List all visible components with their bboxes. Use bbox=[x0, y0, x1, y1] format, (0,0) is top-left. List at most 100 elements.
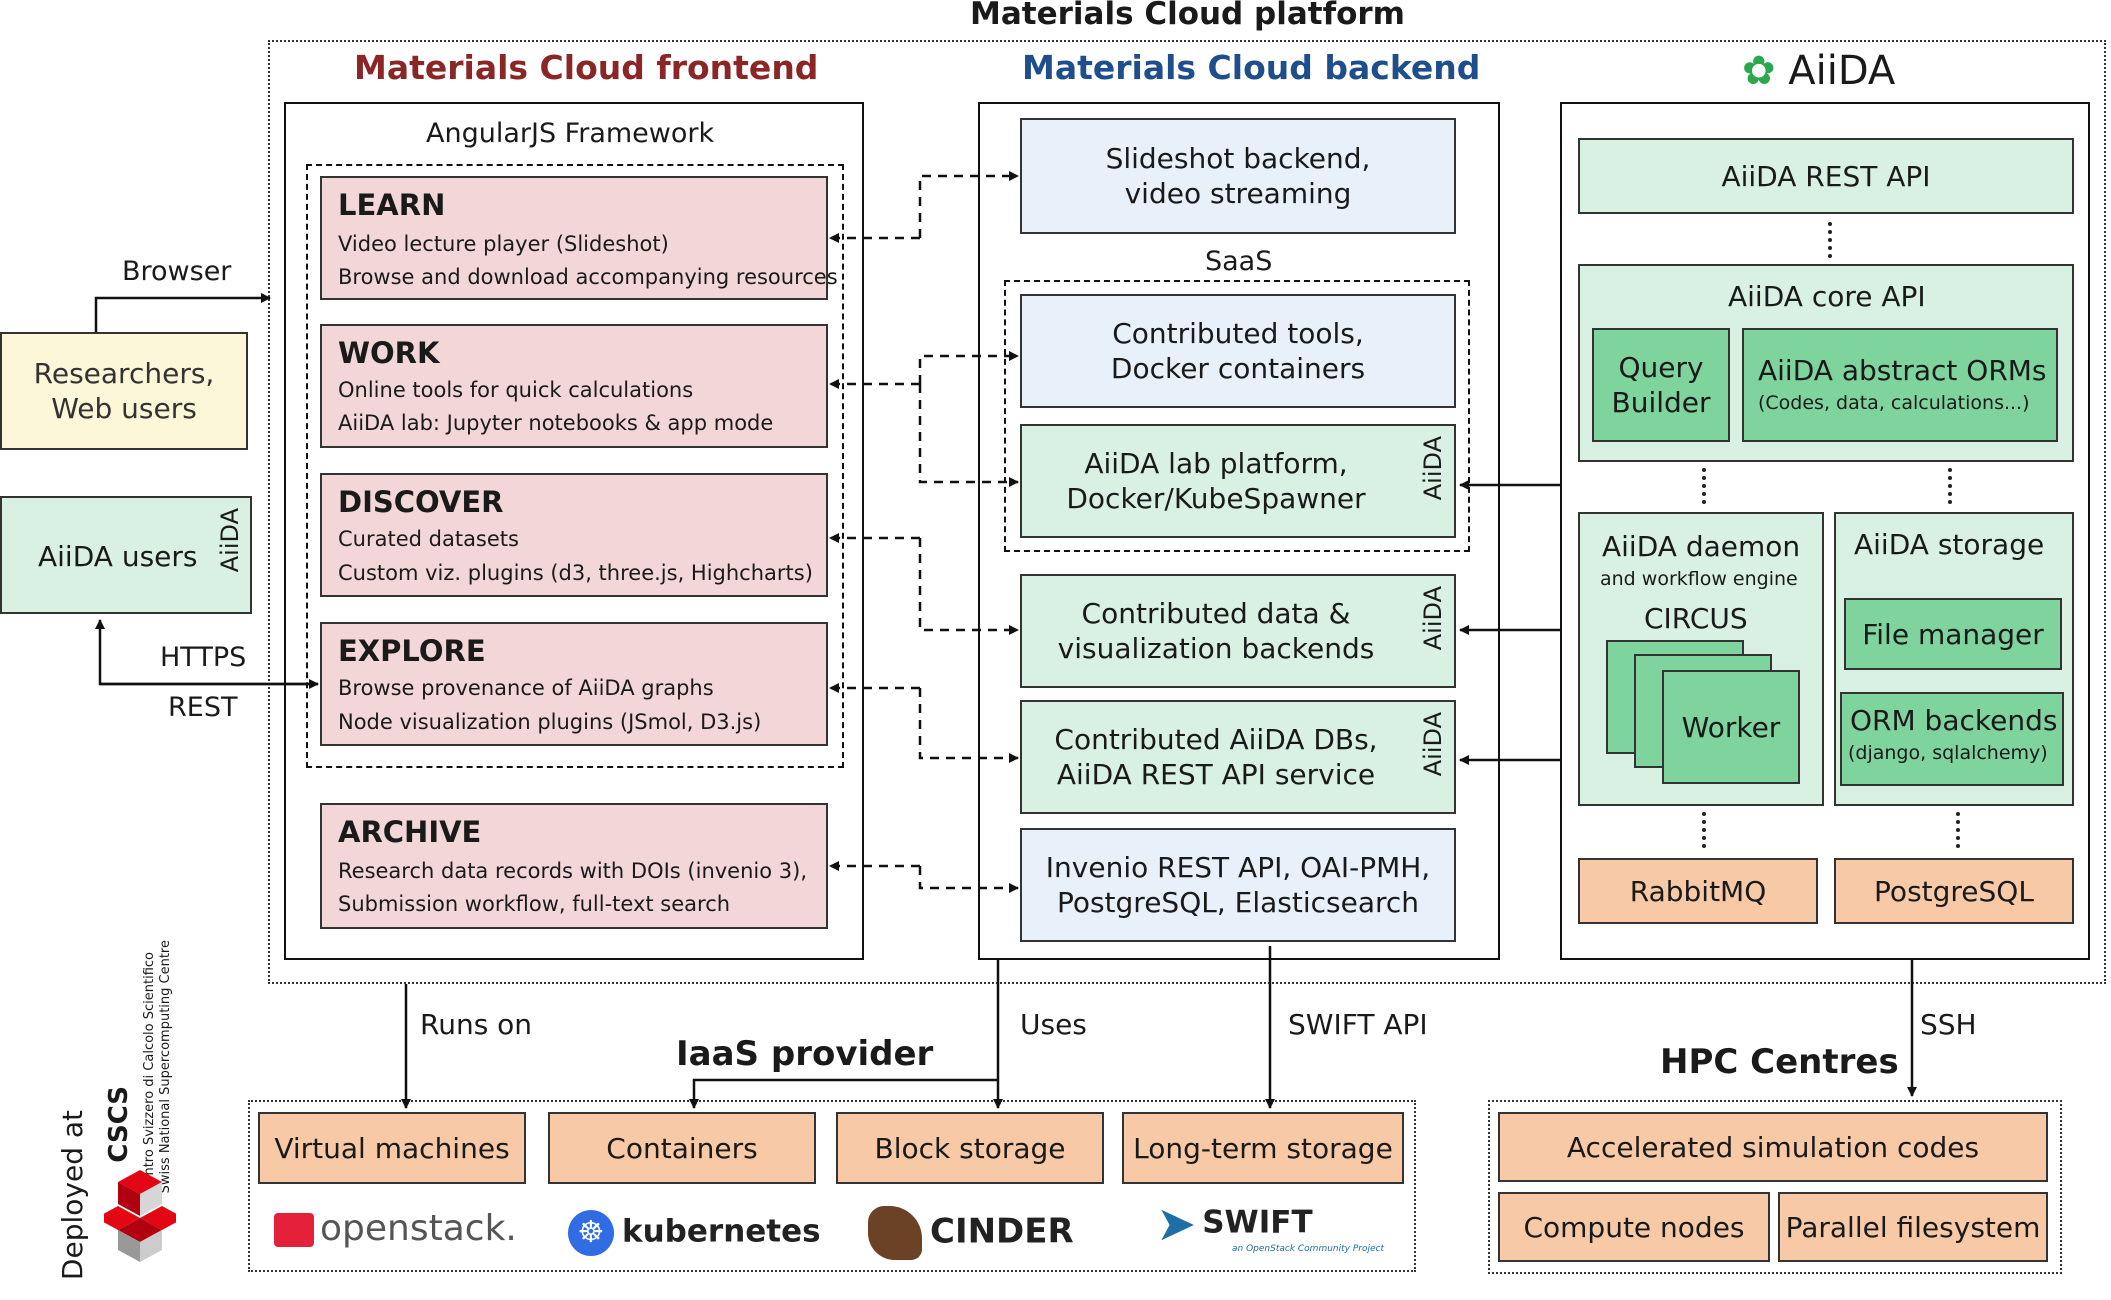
link-learn-slideshot-2 bbox=[918, 171, 1019, 238]
link-https-rest bbox=[95, 619, 318, 686]
https-label: HTTPS bbox=[160, 642, 247, 673]
browser-label: Browser bbox=[122, 256, 232, 287]
abstract-orms-sub: (Codes, data, calculations...) bbox=[1758, 392, 2030, 414]
openstack-logo-text: openstack. bbox=[320, 1208, 517, 1249]
platform-boundary bbox=[268, 40, 2106, 984]
work-card[interactable]: WORK Online tools for quick calculations… bbox=[320, 324, 828, 448]
swift-logo-text: SWIFT bbox=[1202, 1204, 1313, 1241]
query-builder-box[interactable]: Query Builder bbox=[1592, 328, 1730, 442]
cscs-cube-logo-icon bbox=[104, 1170, 176, 1262]
contributed-aiida-dbs-label: Contributed AiiDA DBs, AiiDA REST API se… bbox=[1054, 723, 1378, 791]
parallel-filesystem-box[interactable]: Parallel filesystem bbox=[1778, 1192, 2048, 1262]
orm-backends-sub: (django, sqlalchemy) bbox=[1848, 742, 2048, 764]
angularjs-framework-label: AngularJS Framework bbox=[426, 118, 715, 149]
frontend-panel bbox=[284, 102, 864, 960]
hpc-boundary bbox=[1488, 1100, 2062, 1274]
discover-card[interactable]: DISCOVER Curated datasets Custom viz. pl… bbox=[320, 473, 828, 597]
swift-logo-sub: an OpenStack Community Project bbox=[1232, 1244, 1384, 1254]
iaas-title: IaaS provider bbox=[676, 1034, 934, 1074]
slideshot-backend-box[interactable]: Slideshot backend, video streaming bbox=[1020, 118, 1456, 234]
aiida-lab-platform-box[interactable]: AiiDA lab platform, Docker/KubeSpawner A… bbox=[1020, 424, 1456, 538]
archive-title: ARCHIVE bbox=[338, 815, 482, 849]
openstack-icon bbox=[274, 1213, 314, 1247]
saas-box bbox=[1004, 280, 1470, 552]
learn-line-2: Browse and download accompanying resourc… bbox=[338, 265, 838, 289]
openstack-logo: openstack. bbox=[274, 1208, 517, 1249]
explore-card[interactable]: EXPLORE Browse provenance of AiiDA graph… bbox=[320, 622, 828, 746]
orm-backends-label: ORM backends bbox=[1850, 704, 2058, 737]
backend-panel bbox=[978, 102, 1500, 960]
hpc-title: HPC Centres bbox=[1660, 1042, 1899, 1082]
archive-line-2: Submission workflow, full-text search bbox=[338, 892, 731, 916]
discover-line-2: Custom viz. plugins (d3, three.js, Highc… bbox=[338, 561, 813, 585]
abstract-orms-box[interactable]: AiiDA abstract ORMs (Codes, data, calcul… bbox=[1742, 328, 2058, 442]
aiida-daemon-sub: and workflow engine bbox=[1600, 568, 1798, 590]
learn-title: LEARN bbox=[338, 188, 446, 222]
work-line-1: Online tools for quick calculations bbox=[338, 378, 694, 402]
dots-rest-to-core bbox=[1828, 222, 1832, 258]
aiida-core-api-label: AiiDA core API bbox=[1728, 280, 1926, 313]
rabbitmq-box[interactable]: RabbitMQ bbox=[1578, 858, 1818, 924]
aiida-logo: ✿ AiiDA bbox=[1742, 48, 1895, 94]
learn-line-1: Video lecture player (Slideshot) bbox=[338, 232, 669, 256]
compute-nodes-box[interactable]: Compute nodes bbox=[1498, 1192, 1770, 1262]
aiida-logo-icon: ✿ bbox=[1742, 48, 1776, 94]
postgresql-box[interactable]: PostgreSQL bbox=[1834, 858, 2074, 924]
cinder-horse-icon bbox=[868, 1206, 922, 1260]
work-title: WORK bbox=[338, 336, 440, 370]
kubernetes-helm-icon: ☸ bbox=[568, 1210, 614, 1256]
aiida-lab-platform-label: AiiDA lab platform, Docker/KubeSpawner bbox=[1066, 447, 1366, 515]
kubernetes-logo-text: kubernetes bbox=[622, 1213, 821, 1250]
iaas-boundary bbox=[248, 1100, 1416, 1272]
work-line-2: AiiDA lab: Jupyter notebooks & app mode bbox=[338, 411, 774, 435]
contributed-data-label: Contributed data & visualization backend… bbox=[1057, 597, 1375, 665]
angularjs-framework-box bbox=[306, 164, 844, 768]
worker-box[interactable]: Worker bbox=[1662, 670, 1800, 784]
link-browser bbox=[94, 293, 271, 332]
dots-core-to-storage bbox=[1948, 468, 1952, 504]
containers-box[interactable]: Containers bbox=[548, 1112, 816, 1184]
link-explore-2 bbox=[918, 688, 1019, 763]
link-work-tools bbox=[918, 351, 1019, 384]
aiida-storage-title: AiiDA storage bbox=[1854, 528, 2045, 561]
orm-backends-box[interactable]: ORM backends (django, sqlalchemy) bbox=[1840, 692, 2064, 786]
ssh-label: SSH bbox=[1920, 1008, 1977, 1041]
link-work-aiidalab bbox=[918, 384, 1019, 487]
discover-line-1: Curated datasets bbox=[338, 527, 519, 551]
discover-title: DISCOVER bbox=[338, 485, 504, 519]
learn-card[interactable]: LEARN Video lecture player (Slideshot) B… bbox=[320, 176, 838, 300]
file-manager-box[interactable]: File manager bbox=[1844, 598, 2062, 670]
swift-api-label: SWIFT API bbox=[1288, 1008, 1428, 1041]
uses-label: Uses bbox=[1020, 1008, 1087, 1041]
rest-label: REST bbox=[168, 692, 238, 723]
aiida-users-label: AiiDA users bbox=[38, 540, 198, 573]
runs-on-label: Runs on bbox=[420, 1008, 533, 1041]
aiida-rest-api-box[interactable]: AiiDA REST API bbox=[1578, 138, 2074, 214]
explore-line-1: Browse provenance of AiiDA graphs bbox=[338, 676, 714, 700]
contributed-tools-box[interactable]: Contributed tools, Docker containers bbox=[1020, 294, 1456, 408]
frontend-title: Materials Cloud frontend bbox=[354, 48, 819, 87]
archive-line-1: Research data records with DOIs (invenio… bbox=[338, 859, 807, 883]
dots-daemon-to-rabbitmq bbox=[1702, 812, 1706, 848]
explore-line-2: Node visualization plugins (JSmol, D3.js… bbox=[338, 710, 762, 734]
accelerated-codes-box[interactable]: Accelerated simulation codes bbox=[1498, 1112, 2048, 1182]
aiida-logo-text: AiiDA bbox=[1788, 48, 1896, 94]
dots-storage-to-postgresql bbox=[1956, 812, 1960, 848]
researchers-box[interactable]: Researchers, Web users bbox=[0, 332, 248, 450]
abstract-orms-label: AiiDA abstract ORMs bbox=[1758, 354, 2047, 387]
contributed-data-box[interactable]: Contributed data & visualization backend… bbox=[1020, 574, 1456, 688]
block-storage-box[interactable]: Block storage bbox=[836, 1112, 1104, 1184]
link-uses-containers bbox=[689, 1078, 998, 1109]
aiida-users-box[interactable]: AiiDA users AiiDA bbox=[0, 496, 252, 614]
invenio-backend-box[interactable]: Invenio REST API, OAI-PMH, PostgreSQL, E… bbox=[1020, 828, 1456, 942]
kubernetes-logo: ☸kubernetes bbox=[568, 1210, 821, 1256]
link-discover-2 bbox=[918, 538, 1019, 635]
platform-title: Materials Cloud platform bbox=[970, 0, 1405, 32]
archive-card[interactable]: ARCHIVE Research data records with DOIs … bbox=[320, 803, 828, 929]
contributed-aiida-dbs-box[interactable]: Contributed AiiDA DBs, AiiDA REST API se… bbox=[1020, 700, 1456, 814]
virtual-machines-box[interactable]: Virtual machines bbox=[258, 1112, 526, 1184]
long-term-storage-box[interactable]: Long-term storage bbox=[1122, 1112, 1404, 1184]
saas-label: SaaS bbox=[1205, 246, 1273, 277]
link-archive-2 bbox=[918, 866, 1019, 893]
